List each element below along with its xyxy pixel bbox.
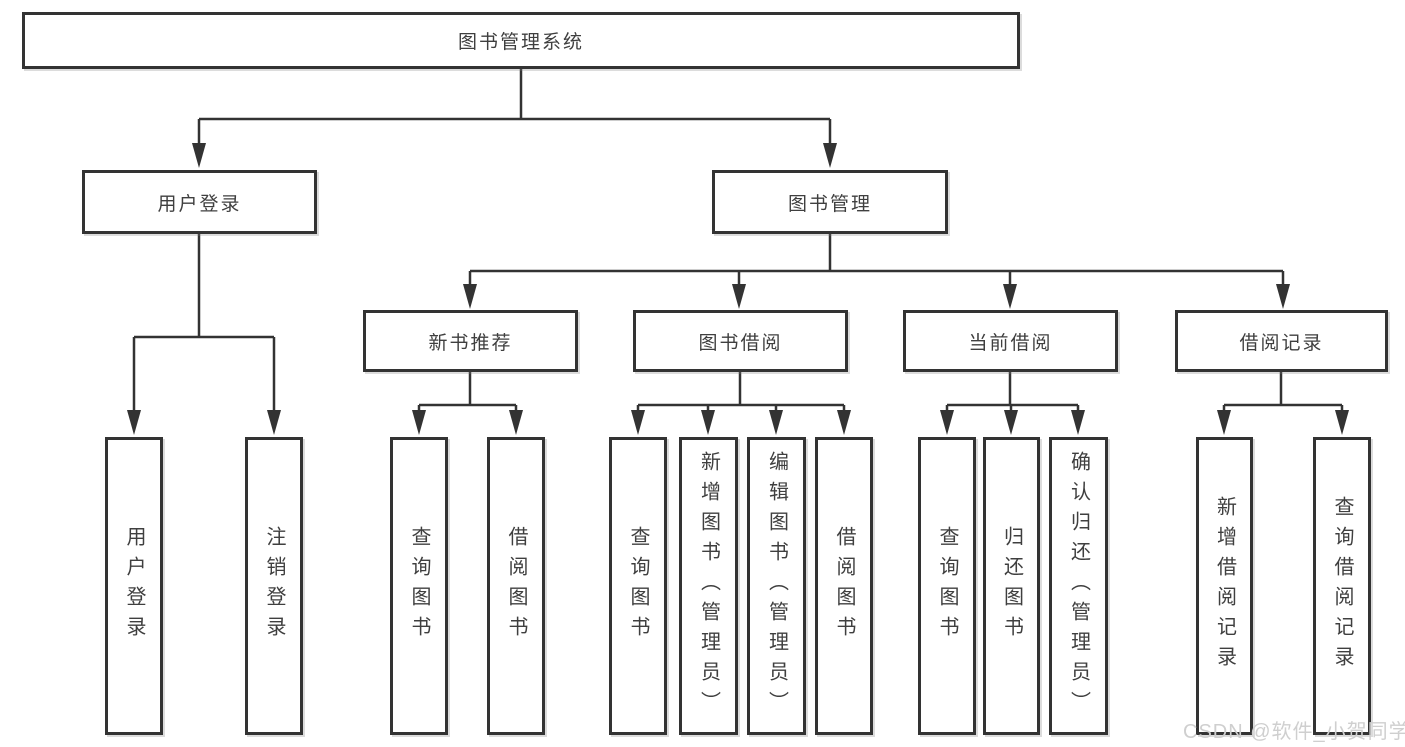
node-user-login: 用户登录	[82, 170, 317, 234]
leaf-confirm-return-admin: 确认归还（管理员）	[1049, 437, 1108, 735]
node-borrow-records: 借阅记录	[1175, 310, 1388, 372]
leaf-query-books-borrow: 查询图书	[609, 437, 667, 735]
leaf-query-borrow-record: 查询借阅记录	[1313, 437, 1371, 735]
leaf-user-login: 用户登录	[105, 437, 163, 735]
node-book-management: 图书管理	[712, 170, 948, 234]
leaf-query-books-recommend: 查询图书	[390, 437, 448, 735]
leaf-edit-book-admin: 编辑图书（管理员）	[747, 437, 806, 735]
leaf-borrow-books: 借阅图书	[815, 437, 873, 735]
leaf-add-book-admin: 新增图书（管理员）	[679, 437, 738, 735]
node-new-book-recommend: 新书推荐	[363, 310, 578, 372]
leaf-borrow-books-recommend: 借阅图书	[487, 437, 545, 735]
node-current-borrow: 当前借阅	[903, 310, 1118, 372]
watermark: CSDN @软件_小贺同学	[1183, 721, 1405, 743]
leaf-return-book: 归还图书	[983, 437, 1040, 735]
leaf-query-books-current: 查询图书	[918, 437, 976, 735]
node-book-borrow: 图书借阅	[633, 310, 848, 372]
leaf-add-borrow-record: 新增借阅记录	[1196, 437, 1253, 735]
leaf-logout: 注销登录	[245, 437, 303, 735]
node-root: 图书管理系统	[22, 12, 1020, 69]
